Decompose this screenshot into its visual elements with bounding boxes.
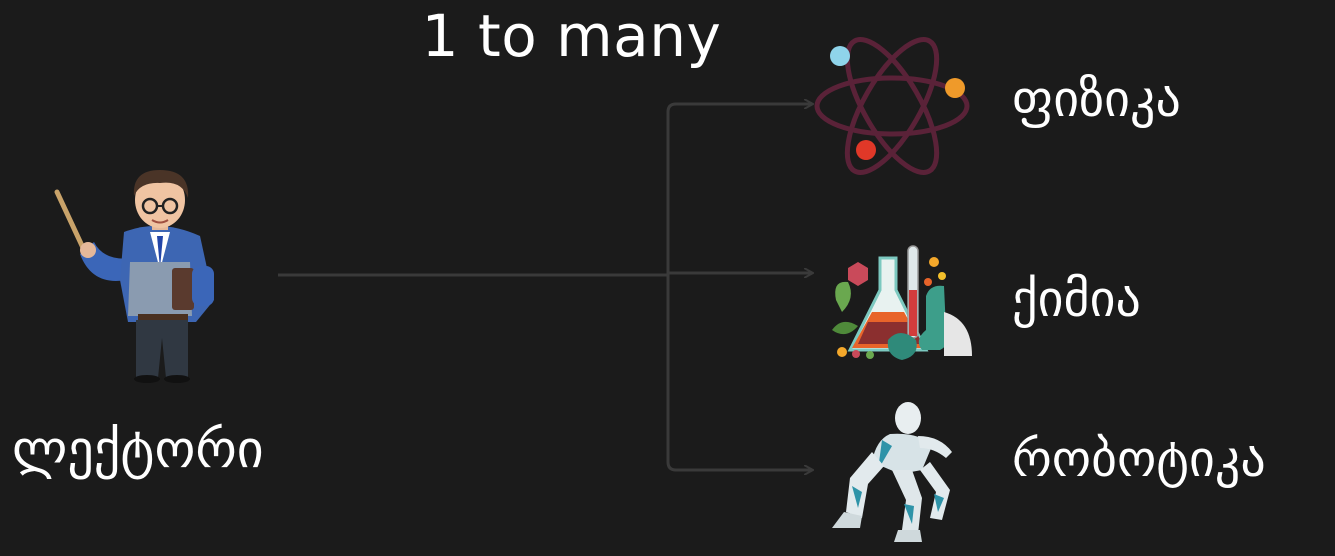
- lecturer-label: ლექტორი: [12, 420, 264, 480]
- chemistry-label: ქიმია: [1012, 270, 1141, 328]
- chemistry-flask-icon: [832, 245, 972, 360]
- connector-lines: [278, 104, 812, 470]
- connector-vertical: [666, 102, 677, 472]
- physics-label: ფიზიკა: [1012, 70, 1181, 128]
- robot-icon: [832, 402, 952, 542]
- teacher-icon: [54, 170, 214, 383]
- diagram-title: 1 to many: [421, 2, 722, 70]
- atom-icon: [814, 37, 970, 175]
- robotics-label: რობოტიკა: [1012, 430, 1266, 488]
